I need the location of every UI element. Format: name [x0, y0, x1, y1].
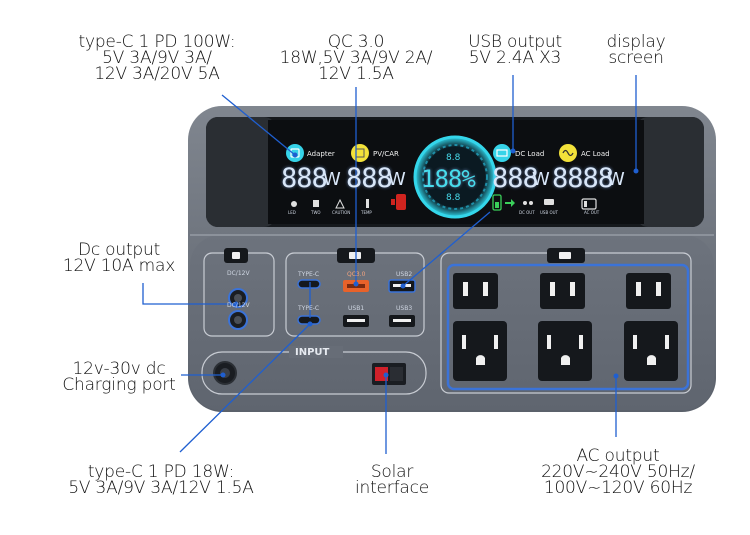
led-icon-label: LED [288, 210, 296, 215]
small-readout-top: 8.8 [446, 153, 461, 163]
usb-out-icon-label: USB OUT [540, 210, 559, 215]
solar-icon [351, 144, 369, 162]
small-readout-bottom: 8.8 [446, 193, 461, 203]
ac-out-icon-label: AC OUT [584, 210, 600, 215]
temp-icon-label: TEMP [361, 210, 372, 215]
dc-out-icon-label: DC OUT [519, 210, 535, 215]
ac-load-label: AC Load [581, 150, 610, 158]
callout-lines [142, 75, 637, 454]
pv-watts-readout: 888 [346, 163, 393, 194]
typec-label-top: TYPE-C [298, 271, 320, 278]
ac-watts-readout: 8888 [552, 163, 614, 194]
callout-typec-pd100: type-C 1 PD 100W:5V 3A/9V 3A/12V 3A/20V … [78, 32, 236, 84]
usb1-label: USB1 [348, 305, 365, 312]
alert-icon [396, 194, 406, 210]
unit-w-2: W [388, 169, 406, 190]
battery-percent: 188% [421, 165, 476, 193]
dc12v-label-bottom: DC/12V [227, 302, 250, 309]
adapter-label: Adapter [307, 150, 335, 158]
battery-ring [415, 137, 495, 217]
ac-outlet-top-row [453, 273, 671, 309]
unit-w-1: W [323, 169, 341, 190]
dc12v-label-top: DC/12V [227, 270, 250, 277]
battery-icon [492, 194, 502, 211]
typec-port-top[interactable] [297, 279, 321, 289]
unit-w-3: W [532, 169, 550, 190]
caution-icon-label: CAUTION [332, 210, 351, 215]
input-label: INPUT [295, 347, 330, 358]
two-icon-label: TWO [311, 210, 321, 215]
dc-load-icon [493, 144, 511, 162]
callout-dots [220, 148, 639, 379]
usb2-label: USB2 [396, 271, 413, 278]
unit-w-4: W [607, 169, 625, 190]
dc-load-label: DC Load [515, 150, 545, 158]
callout-typec-pd18: type-C 1 PD 18W:5V 3A/9V 3A/12V 1.5A [68, 462, 254, 498]
dc-watts-readout: 888 [492, 163, 539, 194]
pvcar-label: PV/CAR [373, 150, 399, 158]
input-watts-readout: 888 [281, 163, 328, 194]
qc30-label: QC3.0 [347, 271, 366, 278]
typec-label-bottom: TYPE-C [298, 305, 320, 312]
ac-outlet-bottom-row [453, 321, 678, 381]
usb3-label: USB3 [396, 305, 413, 312]
